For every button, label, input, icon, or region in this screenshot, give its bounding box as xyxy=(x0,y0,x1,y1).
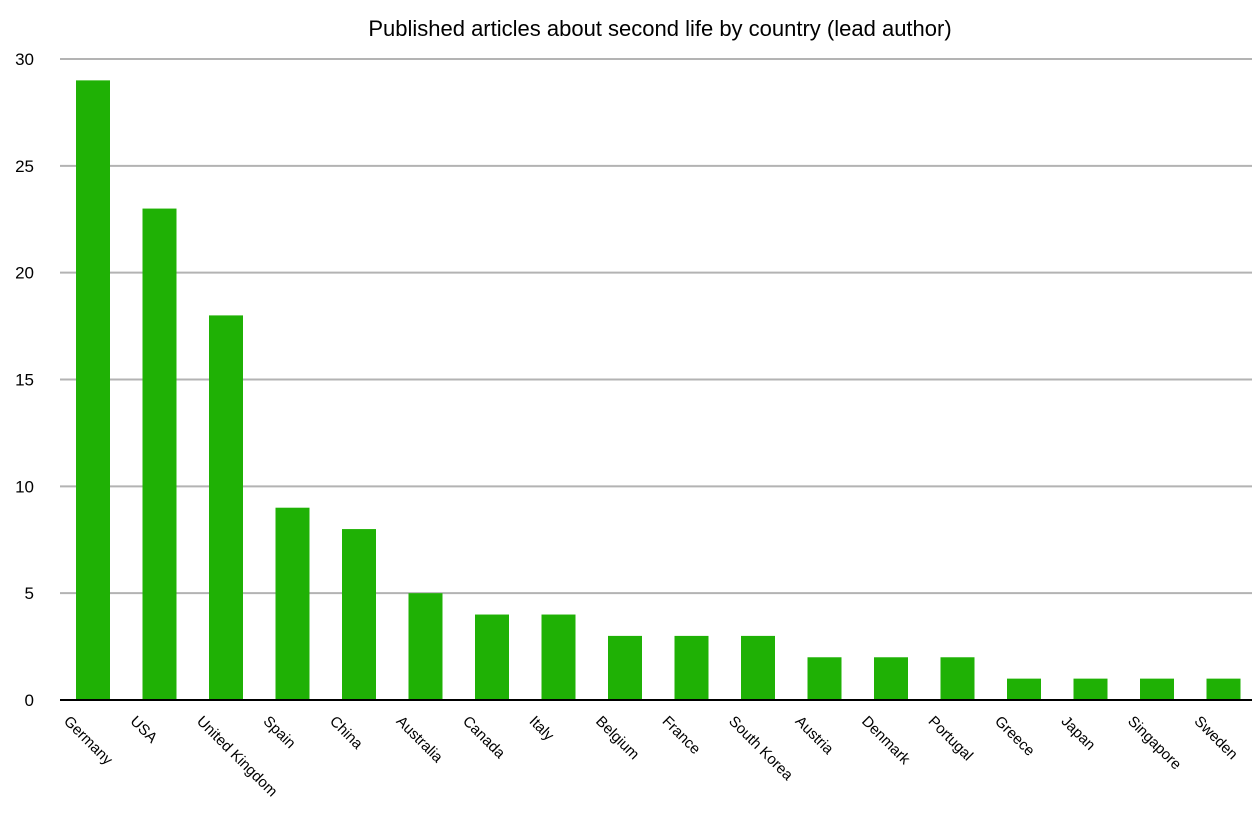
x-tick-label: Spain xyxy=(260,713,299,752)
bar xyxy=(741,635,775,700)
bar xyxy=(408,593,443,700)
x-tick-label: Germany xyxy=(60,713,116,769)
x-tick-label: France xyxy=(659,713,704,758)
x-tick-label: Canada xyxy=(459,713,509,763)
x-tick-label: Singapore xyxy=(1124,713,1184,773)
chart-title: Published articles about second life by … xyxy=(368,16,951,41)
bar xyxy=(76,80,110,700)
y-axis-tick-labels: 0 5 10 15 20 25 30 xyxy=(15,50,34,710)
bar xyxy=(807,657,842,700)
bar xyxy=(475,614,509,700)
x-tick-label: Italy xyxy=(526,713,558,745)
bars xyxy=(76,80,1241,701)
x-tick-label: Greece xyxy=(991,713,1038,760)
bar xyxy=(1140,678,1174,700)
x-tick-label: Belgium xyxy=(592,713,642,763)
y-tick-label: 10 xyxy=(15,477,34,496)
bar xyxy=(1206,678,1241,700)
bar xyxy=(674,635,709,700)
y-tick-label: 5 xyxy=(25,584,34,603)
x-tick-label: Austria xyxy=(792,713,837,758)
y-tick-label: 25 xyxy=(15,157,34,176)
y-tick-label: 20 xyxy=(15,264,34,283)
bar xyxy=(608,635,642,700)
x-tick-label: South Korea xyxy=(725,713,796,784)
bar xyxy=(142,208,177,701)
x-tick-label: Australia xyxy=(393,713,447,767)
bar xyxy=(342,529,376,700)
x-tick-label: Portugal xyxy=(925,713,977,765)
bar xyxy=(275,507,310,700)
x-tick-label: Denmark xyxy=(858,713,913,768)
bar xyxy=(541,614,576,700)
grid-lines xyxy=(60,58,1252,595)
x-tick-label: China xyxy=(326,713,366,753)
bar xyxy=(940,657,975,700)
x-tick-label: USA xyxy=(127,713,161,747)
x-tick-label: Sweden xyxy=(1191,713,1241,763)
y-tick-label: 30 xyxy=(15,50,34,69)
bar xyxy=(874,657,908,700)
x-tick-label: Japan xyxy=(1058,713,1099,754)
y-tick-label: 0 xyxy=(25,691,34,710)
y-tick-label: 15 xyxy=(15,371,34,390)
bar xyxy=(1007,678,1041,700)
bar xyxy=(209,315,243,700)
bar xyxy=(1073,678,1108,700)
